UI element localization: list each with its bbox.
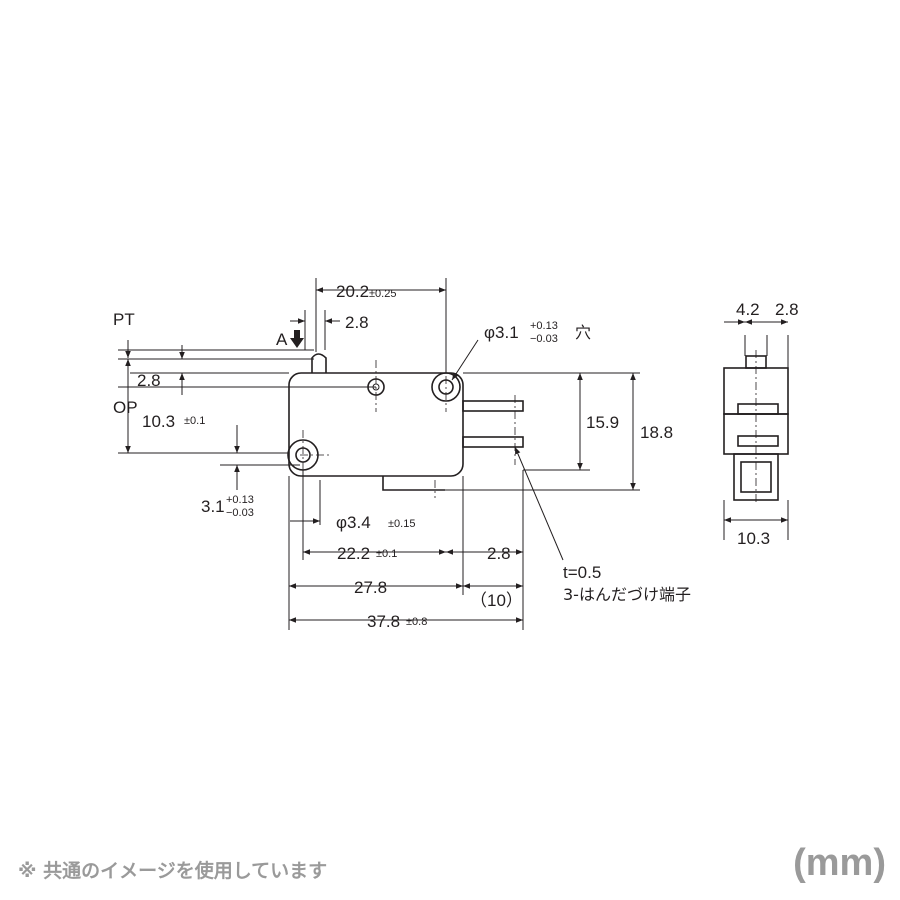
dim-op-10-3: 10.3	[142, 412, 175, 431]
switch-side-view	[723, 319, 789, 540]
dim-pt-gap: 2.8	[345, 313, 369, 332]
terminal-lower	[382, 476, 445, 491]
dim-width-37-8: 37.8	[367, 612, 400, 631]
extension-lines	[118, 278, 640, 630]
dim-side-10-3: 10.3	[737, 529, 770, 548]
terminal-upper	[462, 400, 524, 412]
label-a: A	[276, 330, 288, 349]
label-pt: PT	[113, 310, 135, 329]
dim-hole-top-suffix: 穴	[575, 323, 591, 342]
label-thickness: t=0.5	[563, 563, 601, 582]
dim-hole-low-offset-tol-minus: −0.03	[226, 507, 254, 519]
label-terminal: 3-はんだづけ端子	[563, 585, 691, 604]
dim-op-10-3-tol: ±0.1	[184, 415, 205, 427]
dim-width-37-8-tol: ±0.8	[406, 616, 427, 628]
dim-hole-low-offset-tol-plus: +0.13	[226, 494, 254, 506]
dim-width-22-2: 22.2	[337, 544, 370, 563]
dim-hole-top-tol-plus: +0.13	[530, 320, 558, 332]
terminal-middle	[462, 436, 524, 448]
dim-side-4-2: 4.2	[736, 300, 760, 319]
switch-body	[287, 353, 524, 498]
footer-note: ※ 共通のイメージを使用しています	[18, 860, 328, 882]
dim-hole-low: φ3.4	[336, 513, 371, 532]
actuation-arrow-a	[290, 330, 304, 348]
dim-height-18-8: 18.8	[640, 423, 673, 442]
dim-width-top-tol: ±0.25	[369, 288, 396, 300]
dim-hole-top-tol-minus: −0.03	[530, 333, 558, 345]
label-op: OP	[113, 398, 138, 417]
dim-hole-top: φ3.1	[484, 323, 519, 342]
dim-width-27-8: 27.8	[354, 578, 387, 597]
unit-label: (mm)	[793, 842, 886, 884]
dim-hole-low-offset: 3.1	[201, 497, 225, 516]
dimension-lines	[125, 287, 636, 623]
dim-side-2-8: 2.8	[775, 300, 799, 319]
dim-left-2-8: 2.8	[137, 371, 161, 390]
dim-hole-low-tol: ±0.15	[388, 518, 415, 530]
dim-height-15-9: 15.9	[586, 413, 619, 432]
dim-width-22-2-tol: ±0.1	[376, 548, 397, 560]
dim-width-10: （10）	[470, 591, 523, 610]
dim-width-top: 20.2	[336, 282, 369, 301]
dim-width-2-8-right: 2.8	[487, 544, 511, 563]
